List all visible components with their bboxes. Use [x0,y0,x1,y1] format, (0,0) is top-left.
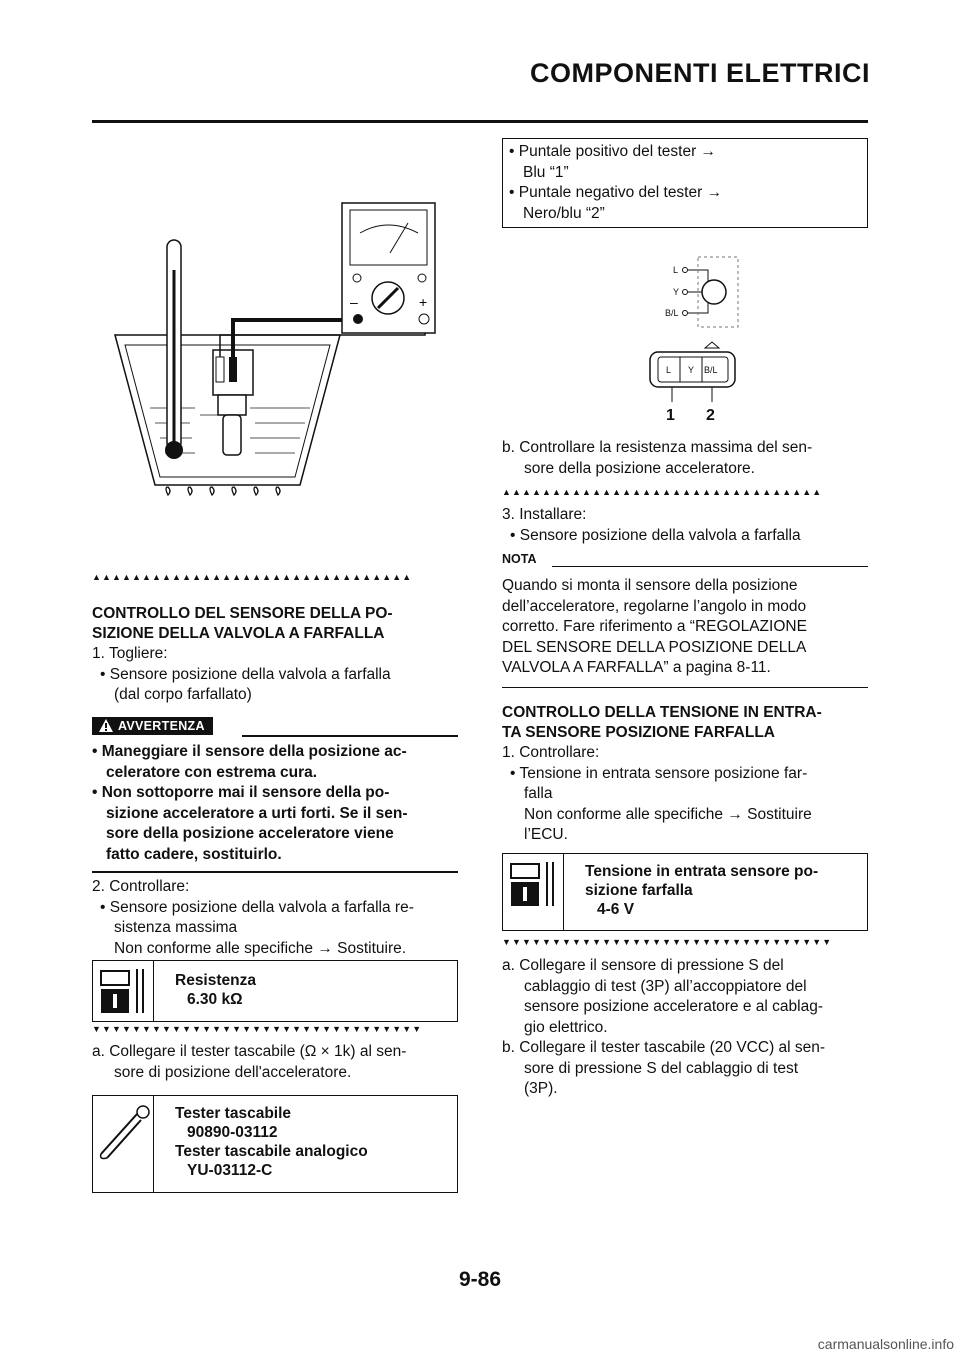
nota-l5: VALVOLA A FARFALLA” a pagina 8-11. [502,659,771,676]
socket-label-L: L [666,365,671,375]
socket-label-BL: B/L [704,365,718,375]
pin-label-L: L [673,265,678,275]
nota-l1: Quando si monta il sensore della posizio… [502,577,798,594]
nota-l4: DEL SENSORE DELLA POSIZIONE DELLA [502,638,807,656]
s2-a-l1: a. Collegare il sensore di pressione S d… [502,957,784,974]
step-b-l1: b. Controllare la resistenza massima del… [502,439,813,456]
nota-rule [552,566,868,567]
tool-name2: Tester tascabile analogico [175,1143,368,1160]
pin-number-2: 2 [706,407,715,422]
warning-label: AVVERTENZA [118,719,205,733]
step-a-l2: sore di posizione dell'acceleratore. [114,1063,352,1081]
page-title: COMPONENTI ELETTRICI [530,58,870,88]
nota-l3: corretto. Fare riferimento a “REGOLAZION… [502,618,807,635]
step-b-l2: sore della posizione acceleratore. [524,459,755,477]
step2-label: 2. Controllare: [92,878,190,895]
s2-bullet-l4: l’ECU. [524,826,568,843]
triangle-separator-down-right: ▼▼▼▼▼▼▼▼▼▼▼▼▼▼▼▼▼▼▼▼▼▼▼▼▼▼▼▼▼▼▼▼▼ [502,937,833,947]
svg-text:+: + [419,294,427,310]
step2-bullet-l2: sistenza massima [114,919,238,936]
multimeter-spec-icon [100,969,144,1013]
probe-negative: • Puntale negativo del tester → [509,184,723,201]
triangle-separator-down-left: ▼▼▼▼▼▼▼▼▼▼▼▼▼▼▼▼▼▼▼▼▼▼▼▼▼▼▼▼▼▼▼▼▼ [92,1024,423,1034]
warning-bullet1-l1: • Maneggiare il sensore della posizione … [92,743,407,760]
voltage-spec-box: Tensione in entrata sensore po- sizione … [502,853,868,931]
s2-b-l1: b. Collegare il tester tascabile (20 VCC… [502,1039,826,1056]
tool-code2: YU-03112-C [187,1162,273,1179]
probe-positive: • Puntale positivo del tester → [509,143,717,160]
tool-name1: Tester tascabile [175,1105,292,1122]
s2-b-l2: sore di pressione S del cablaggio di tes… [524,1059,798,1077]
voltage-icon-cell [503,854,564,930]
section2-title-line1: CONTROLLO DELLA TENSIONE IN ENTRA- [502,704,822,721]
step1-label: 1. Togliere: [92,645,168,662]
probe-positive-color: Blu “1” [523,163,569,181]
triangle-separator-up-right: ▲▲▲▲▲▲▲▲▲▲▲▲▲▲▲▲▲▲▲▲▲▲▲▲▲▲▲▲▲▲▲▲ [502,487,823,497]
multimeter-spec-icon-2 [510,862,554,906]
voltage-label-l1: Tensione in entrata sensore po- [585,863,819,880]
warning-bullet2-l3: sore della posizione acceleratore viene [106,825,394,842]
warning-bullet2-l2: sizione acceleratore a urti forti. Se il… [106,804,408,822]
step1-bullet-cont: (dal corpo farfallato) [114,686,252,703]
s2-a-l2: cablaggio di test (3P) all’accoppiatore … [524,977,807,995]
nota-end-rule [502,687,868,688]
s2-b-l3: (3P). [524,1080,558,1097]
warning-bullet2-l1: • Non sottoporre mai il sensore della po… [92,784,390,801]
s2-bullet-l1: • Tensione in entrata sensore posizione … [510,764,808,782]
voltage-value: 4-6 V [597,901,635,918]
step2-bullet-l1: • Sensore posizione della valvola a farf… [100,898,414,916]
triangle-separator-up: ▲▲▲▲▲▲▲▲▲▲▲▲▲▲▲▲▲▲▲▲▲▲▲▲▲▲▲▲▲▲▲▲ [92,572,413,582]
wrench-tool-icon [99,1105,150,1160]
warning-rule [242,735,458,737]
pin-label-BL: B/L [665,308,679,318]
section1-title-line2: SIZIONE DELLA VALVOLA A FARFALLA [92,625,385,642]
header-rule [92,120,868,123]
step2-bullet-l3: Non conforme alle specifiche → Sostituir… [114,939,407,957]
watermark: carmanualsonline.info [817,1336,954,1352]
warning-badge: AVVERTENZA [92,717,213,735]
s2-a-l3: sensore posizione acceleratore e al cabl… [524,998,823,1015]
resistance-label: Resistenza [175,972,256,989]
section1-title-line1: CONTROLLO DEL SENSORE DELLA PO- [92,605,393,622]
step-a-l1: a. Collegare il tester tascabile (Ω × 1k… [92,1043,407,1060]
probe-box: • Puntale positivo del tester → Blu “1” … [502,138,868,228]
s2-step1-label: 1. Controllare: [502,744,600,761]
resistance-value: 6.30 kΩ [187,991,243,1008]
step3-bullet: • Sensore posizione della valvola a farf… [510,526,801,544]
tool-icon-cell [93,1096,154,1192]
resistance-spec-box: Resistenza 6.30 kΩ [92,960,458,1022]
socket-label-Y: Y [688,365,694,375]
connector-diagram: L Y B/L L Y B/L 1 2 [649,256,739,422]
tester-beaker-illustration: – + [114,202,436,497]
warning-bullet1-l2: celeratore con estrema cura. [106,763,318,781]
warning-icon [99,719,113,732]
svg-text:–: – [350,294,358,310]
nota-label: NOTA [502,552,537,566]
s2-bullet-l3: Non conforme alle specifiche → Sostituir… [524,805,812,823]
tool-spec-box: Tester tascabile 90890-03112 Tester tasc… [92,1095,458,1193]
step1-bullet: • Sensore posizione della valvola a farf… [100,665,391,683]
section2-title-line2: TA SENSORE POSIZIONE FARFALLA [502,724,775,741]
probe-negative-color: Nero/blu “2” [523,204,605,222]
step3-label: 3. Installare: [502,506,587,523]
s2-a-l4: gio elettrico. [524,1018,608,1036]
pin-number-1: 1 [666,407,675,422]
tool-code1: 90890-03112 [187,1124,278,1141]
voltage-label-l2: sizione farfalla [585,882,693,899]
spec-icon-cell [93,961,154,1021]
nota-l2: dell’acceleratore, regolarne l’angolo in… [502,597,807,615]
s2-bullet-l2: falla [524,785,553,802]
warning-end-rule [92,871,458,873]
pin-label-Y: Y [673,287,679,297]
page-number: 9-86 [458,1268,502,1291]
warning-bullet2-l4: fatto cadere, sostituirlo. [106,845,282,863]
